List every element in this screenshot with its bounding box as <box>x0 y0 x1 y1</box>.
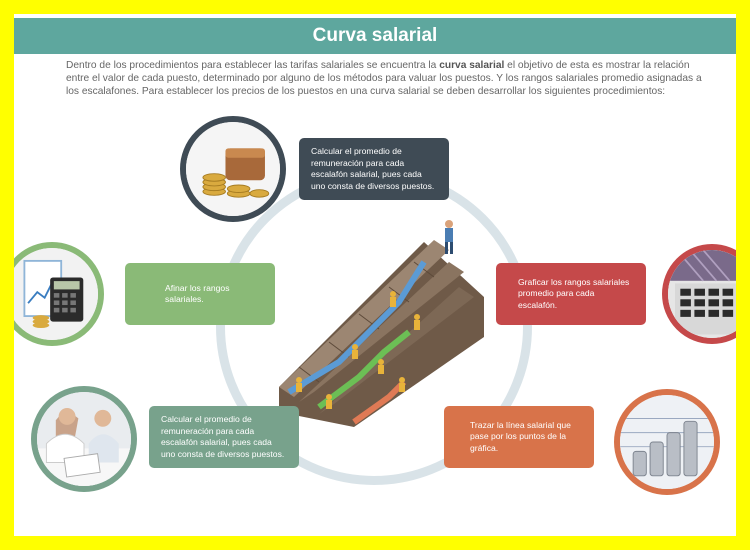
step-box-bottom-right: Trazar la línea salarial que pase por lo… <box>444 406 594 468</box>
infographic-card: Curva salarial Dentro de los procedimien… <box>14 14 736 536</box>
step-text-right: Graficar los rangos salariales promedio … <box>518 276 630 310</box>
keyboard-calculator-icon <box>662 244 736 344</box>
coin-stacks-chart-icon <box>614 389 720 495</box>
calculator-chart-icon <box>14 242 104 346</box>
step-box-left: Afinar los rangos salariales. <box>125 263 275 325</box>
step-text-top: Calcular el promedio de remuneración par… <box>311 146 435 191</box>
intro-text-start: Dentro de los procedimientos para establ… <box>66 60 440 71</box>
step-text-bottom-right: Trazar la línea salarial que pase por lo… <box>470 419 571 453</box>
business-meeting-icon <box>31 386 137 492</box>
step-text-left: Afinar los rangos salariales. <box>165 282 230 305</box>
step-box-top: Calcular el promedio de remuneración par… <box>299 138 449 200</box>
page-title: Curva salarial <box>312 25 438 46</box>
title-bar: Curva salarial <box>14 18 736 54</box>
step-box-right: Graficar los rangos salariales promedio … <box>496 263 646 325</box>
step-text-bottom-left: Calcular el promedio de remuneración par… <box>161 414 285 459</box>
intro-paragraph: Dentro de los procedimientos para establ… <box>66 59 706 98</box>
wallet-coins-icon <box>180 116 286 222</box>
salary-staircase-illustration <box>259 202 489 427</box>
intro-text-end: el objetivo de esta es mostrar la relaci… <box>66 60 702 97</box>
intro-highlight: curva salarial <box>439 60 505 71</box>
step-box-bottom-left: Calcular el promedio de remuneración par… <box>149 406 299 468</box>
